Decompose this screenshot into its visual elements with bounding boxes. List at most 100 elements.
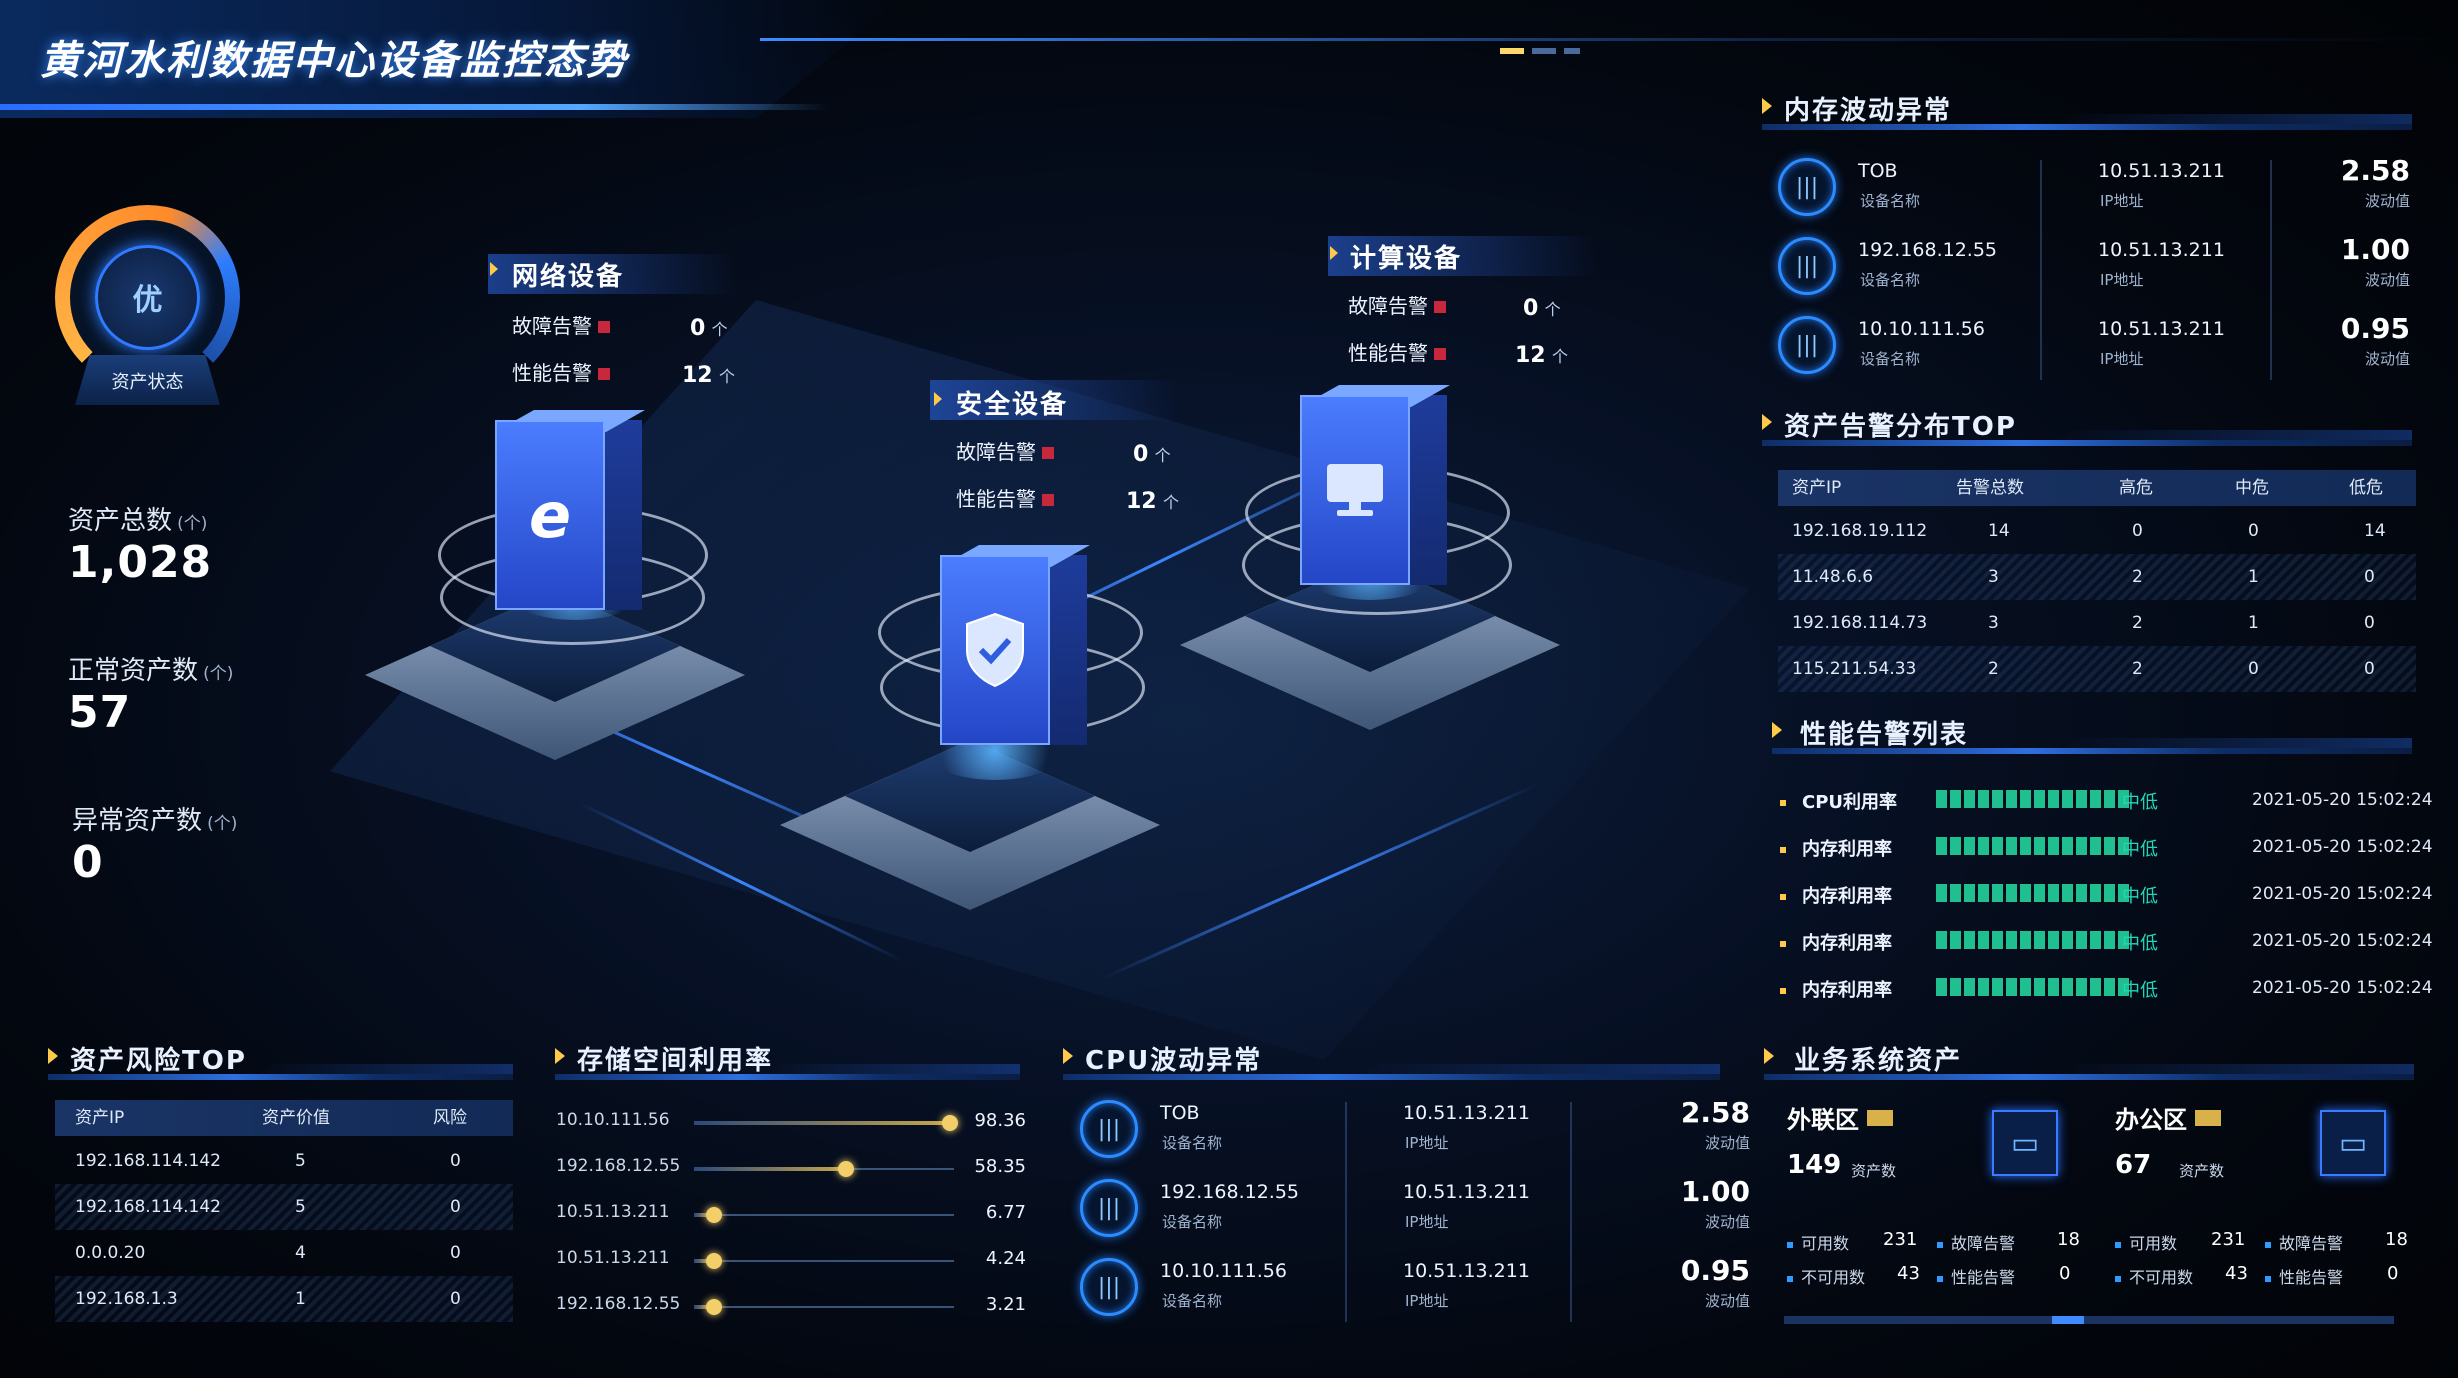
stat-total-unit: (个) [177,514,208,534]
memory-device-name-label: 设备名称 [1860,350,1921,368]
waveform-icon: ||| [1080,1258,1138,1316]
compute-perf-unit: 个 [1551,347,1568,366]
cpu-fluct-label: 波动值 [1704,1134,1750,1152]
alarm-col-total: 告警总数 [1956,478,2024,498]
alarm-col-low: 低危 [2349,478,2383,498]
stat-total: 资产总数 (个) 1,028 [68,500,212,588]
security-perf-value: 12 [1126,489,1157,514]
security-fault-row: 故障告警 [956,436,1054,465]
zone-available-value: 231 [1883,1229,1918,1250]
monitor-icon[interactable]: ▭ [2320,1110,2386,1176]
memory-section-title: 内存波动异常 [1784,96,1953,126]
alarm-cell: 2 [2132,659,2143,679]
bullet-icon [1780,847,1786,853]
stat-normal-unit: (个) [203,664,234,684]
alarm-top-section-title: 资产告警分布TOP [1784,412,2017,442]
alarm-cell: 1 [2248,613,2259,633]
zone-available-label: 可用数 [1787,1230,1849,1254]
storage-value: 98.36 [974,1110,1026,1131]
zone-name: 外联区 [1787,1106,1859,1134]
network-perf-label: 性能告警 [512,361,592,385]
bullet-icon [1780,894,1786,900]
network-title-marker [490,262,498,276]
network-box[interactable] [495,420,605,610]
risk-section-header: 资产风险TOP [48,1036,513,1080]
storage-value: 3.21 [985,1294,1026,1315]
cpu-column-divider [1570,1102,1572,1322]
zone-available-value: 231 [2211,1229,2246,1250]
memory-device-name: 10.10.111.56 [1858,318,1985,340]
memory-ip-label: IP地址 [2100,271,2144,289]
perf-metric-label: 内存利用率 [1802,839,1892,860]
network-fault-label: 故障告警 [512,314,592,338]
stat-normal-label: 正常资产数 [68,656,199,686]
network-fault-count: 0 个 [690,316,728,341]
storage-knob [941,1115,958,1131]
compute-perf-count: 12 个 [1515,343,1568,368]
cpu-fluct-value: 1.00 [1680,1175,1750,1208]
storage-fill [694,1121,950,1125]
zone-asset-unit: 资产数 [1851,1162,1897,1180]
network-fault-row: 故障告警 [512,310,610,339]
alarm-cell: 0 [2364,567,2375,587]
stat-total-label: 资产总数 [68,506,173,536]
risk-cell: 5 [295,1151,306,1171]
network-perf-unit: 个 [718,367,735,386]
zone-name: 办公区 [2115,1106,2187,1134]
business-section-title: 业务系统资产 [1794,1046,1963,1076]
storage-section-title: 存储空间利用率 [577,1046,774,1076]
alarm-cell: 115.211.54.33 [1792,659,1917,679]
perf-metric-label: 内存利用率 [1802,933,1892,954]
alarm-cell: 0 [2248,521,2259,541]
zone-perf-value: 0 [2059,1263,2071,1284]
cpu-fluct-value: 2.58 [1680,1096,1750,1129]
zone-flag-icon [1867,1110,1893,1126]
alarm-cell: 192.168.114.73 [1792,613,1928,633]
security-perf-count: 12 个 [1126,489,1179,514]
security-box-side [1047,555,1087,745]
storage-track [694,1260,954,1262]
risk-section-title: 资产风险TOP [70,1046,247,1076]
compute-fault-unit: 个 [1544,300,1561,319]
cpu-ip: 10.51.13.211 [1403,1181,1530,1203]
security-fault-label: 故障告警 [956,440,1036,464]
perf-section-title: 性能告警列表 [1800,720,1969,750]
cpu-device-name: TOB [1160,1102,1200,1124]
storage-section-header: 存储空间利用率 [555,1036,1020,1080]
stat-normal-value: 57 [68,687,132,738]
business-scrollbar[interactable] [1784,1316,2394,1324]
security-perf-label: 性能告警 [956,487,1036,511]
title-underline [0,104,830,110]
stat-total-value: 1,028 [68,537,213,588]
network-fault-value: 0 [690,316,706,341]
perf-timestamp: 2021-05-20 15:02:24 [2252,837,2433,857]
asset-status-label: 资产状态 [111,372,184,393]
memory-section-header: 内存波动异常 [1762,86,2412,130]
cpu-fluct-value: 0.95 [1680,1254,1750,1287]
shield-icon [940,555,1050,745]
cpu-device-name: 192.168.12.55 [1160,1181,1300,1203]
zone-asset-unit: 资产数 [2179,1162,2225,1180]
memory-ip: 10.51.13.211 [2098,239,2225,261]
memory-fluct-value: 0.95 [2340,312,2410,345]
business-scroll-thumb[interactable] [2052,1316,2084,1324]
storage-device-name: 192.168.12.55 [556,1156,681,1176]
security-perf-unit: 个 [1162,493,1179,512]
zone-fault-value: 18 [2057,1229,2080,1250]
perf-timestamp: 2021-05-20 15:02:24 [2252,790,2433,810]
storage-knob [706,1253,722,1269]
zone-perf-value: 0 [2387,1263,2399,1284]
alarm-flag-icon [1434,301,1446,313]
waveform-icon: ||| [1080,1100,1138,1158]
cpu-ip: 10.51.13.211 [1403,1260,1530,1282]
monitor-icon [1300,395,1410,585]
monitor-icon[interactable]: ▭ [1992,1110,2058,1176]
memory-fluct-label: 波动值 [2364,192,2410,210]
perf-timestamp: 2021-05-20 15:02:24 [2252,978,2433,998]
perf-metric-label: 内存利用率 [1802,886,1892,907]
cpu-device-name-label: 设备名称 [1162,1292,1223,1310]
